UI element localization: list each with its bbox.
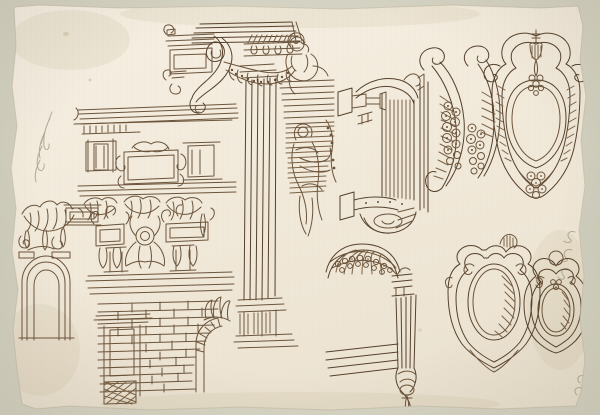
paper-deckle-edge [10, 4, 587, 411]
rusticated-wall-study [93, 296, 231, 405]
pencil-inscription-left [34, 111, 53, 183]
entablature-corner-study [162, 21, 329, 114]
shield-cartouche-study [445, 233, 543, 373]
pencil-number-right [557, 231, 576, 280]
scrolled-volute-ornament [419, 45, 501, 192]
ornate-facade-elevation [73, 103, 239, 295]
console-table-study [325, 243, 417, 410]
small-cartouche-study [523, 250, 586, 354]
large-cartouche-study [483, 29, 586, 199]
wall-bracket-console-study [337, 73, 429, 234]
niche-with-garland-study [18, 200, 102, 341]
fluted-pilaster-study [233, 63, 337, 349]
